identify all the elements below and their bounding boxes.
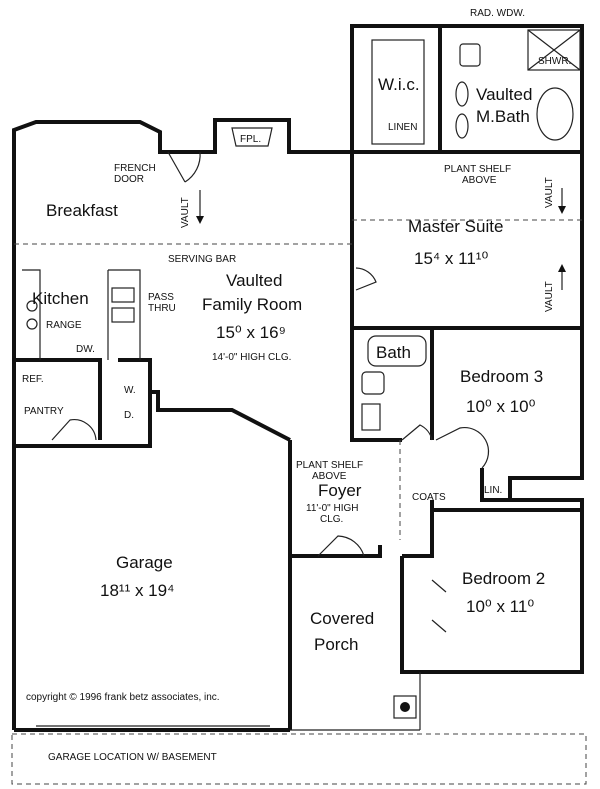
- tub: [536, 87, 574, 141]
- kitchen-label: Kitchen: [32, 289, 89, 308]
- ref-label: REF.: [22, 374, 44, 385]
- shower: [527, 29, 581, 71]
- garage-label: Garage: [116, 553, 173, 572]
- bath-label: Bath: [376, 343, 411, 362]
- shower-label: SHWR.: [538, 56, 571, 67]
- bedroom2-label: Bedroom 2: [462, 569, 545, 588]
- bedroom2-door: [431, 579, 447, 633]
- thru-label: THRU: [148, 303, 176, 314]
- foyer-label: Foyer: [318, 481, 362, 500]
- range-burner-2: [111, 307, 135, 323]
- foyer-clg-2: CLG.: [320, 514, 343, 525]
- pantry-label: PANTRY: [24, 406, 64, 417]
- plant-shelf-above-2: ABOVE: [312, 471, 347, 482]
- mbath-label-2: M.Bath: [476, 107, 530, 126]
- dw-label: DW.: [76, 344, 95, 355]
- bath-sink: [361, 403, 381, 431]
- sink-mbath-1: [455, 81, 469, 107]
- vault-label-3: VAULT: [544, 281, 555, 312]
- garage-dim: 18¹¹ x 19⁴: [100, 581, 174, 600]
- rad-wdw-label: RAD. WDW.: [470, 8, 525, 19]
- copyright-label: copyright © 1996 frank betz associates, …: [26, 692, 220, 703]
- plant-shelf-label-2: PLANT SHELF: [296, 460, 363, 471]
- master-door: [355, 267, 377, 291]
- sink-2: [26, 318, 38, 330]
- bath-door: [401, 424, 433, 441]
- mbath-label-1: Vaulted: [476, 85, 532, 104]
- bathtub: [367, 335, 427, 367]
- foyer-wall: [288, 440, 382, 730]
- wic-label: W.i.c.: [378, 75, 420, 94]
- pass-label: PASS: [148, 292, 174, 303]
- linen-label: LINEN: [388, 122, 417, 133]
- foyer-clg-1: 11'-0" HIGH: [306, 503, 359, 514]
- sink-mbath-2: [455, 113, 469, 139]
- vault-label-1: VAULT: [180, 197, 191, 228]
- family-dim: 15⁰ x 16⁹: [216, 323, 286, 342]
- linen-closet-label: LIN.: [484, 485, 502, 496]
- french-door: [167, 151, 201, 183]
- bath-wall: [350, 328, 434, 442]
- french-door-label-2: DOOR: [114, 174, 144, 185]
- mbath-toilet: [459, 43, 481, 67]
- porch-column-dot: [400, 702, 410, 712]
- bedroom2-dim: 10⁰ x 11⁰: [466, 597, 534, 616]
- family-title-2: Family Room: [202, 295, 302, 314]
- master-bath-wall: [350, 24, 584, 152]
- range-label: RANGE: [46, 320, 82, 331]
- front-door: [317, 535, 365, 557]
- porch-label-2: Porch: [314, 635, 358, 654]
- bedroom3-door: [435, 426, 490, 469]
- washer-label: W.: [124, 385, 136, 396]
- plant-shelf-label-1: PLANT SHELF: [444, 164, 511, 175]
- serving-bar-label: SERVING BAR: [168, 254, 236, 265]
- garage-location-outline: [11, 733, 587, 785]
- bedroom3-dim: 10⁰ x 10⁰: [466, 397, 536, 416]
- bedroom3-label: Bedroom 3: [460, 367, 543, 386]
- master-dim: 15⁴ x 11¹⁰: [414, 249, 488, 268]
- plant-shelf-above-1: ABOVE: [462, 175, 497, 186]
- bedroom3-wall: [402, 468, 510, 558]
- family-clg: 14'-0" HIGH CLG.: [212, 352, 291, 363]
- dryer-label: D.: [124, 410, 134, 421]
- fireplace: [231, 127, 273, 147]
- pantry-door: [51, 419, 97, 441]
- kitchen-wall: [14, 358, 152, 440]
- fireplace-label: FPL.: [240, 134, 261, 145]
- range-burner-1: [111, 287, 135, 303]
- exterior-wall-east: [400, 152, 584, 674]
- vault-label-2: VAULT: [544, 177, 555, 208]
- breakfast-label: Breakfast: [46, 201, 118, 220]
- master-label: Master Suite: [408, 217, 503, 236]
- kitchen-counter: [22, 269, 141, 360]
- sink-1: [26, 300, 38, 312]
- family-title-1: Vaulted: [226, 271, 282, 290]
- coats-label: COATS: [412, 492, 446, 503]
- wic-shelf: [371, 39, 425, 145]
- porch-label-1: Covered: [310, 609, 374, 628]
- garage-location-label: GARAGE LOCATION W/ BASEMENT: [48, 752, 217, 763]
- toilet: [361, 371, 385, 395]
- french-door-label-1: FRENCH: [114, 163, 156, 174]
- porch-column: [393, 695, 417, 719]
- garage-wall: [14, 390, 291, 448]
